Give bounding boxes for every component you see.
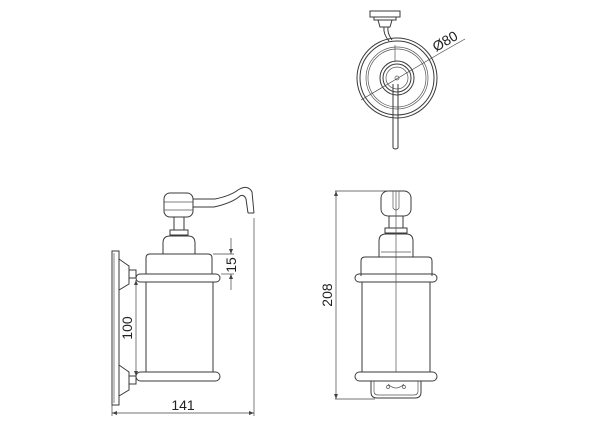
neck-height-label: 15 <box>223 257 239 273</box>
front-view: 208 <box>319 190 438 400</box>
bracket-spacing-label: 100 <box>119 316 135 340</box>
depth-label: 141 <box>171 397 195 413</box>
top-view: Ø80 <box>356 10 466 150</box>
height-label: 208 <box>319 283 335 307</box>
side-view: 15 100 141 <box>111 186 255 416</box>
